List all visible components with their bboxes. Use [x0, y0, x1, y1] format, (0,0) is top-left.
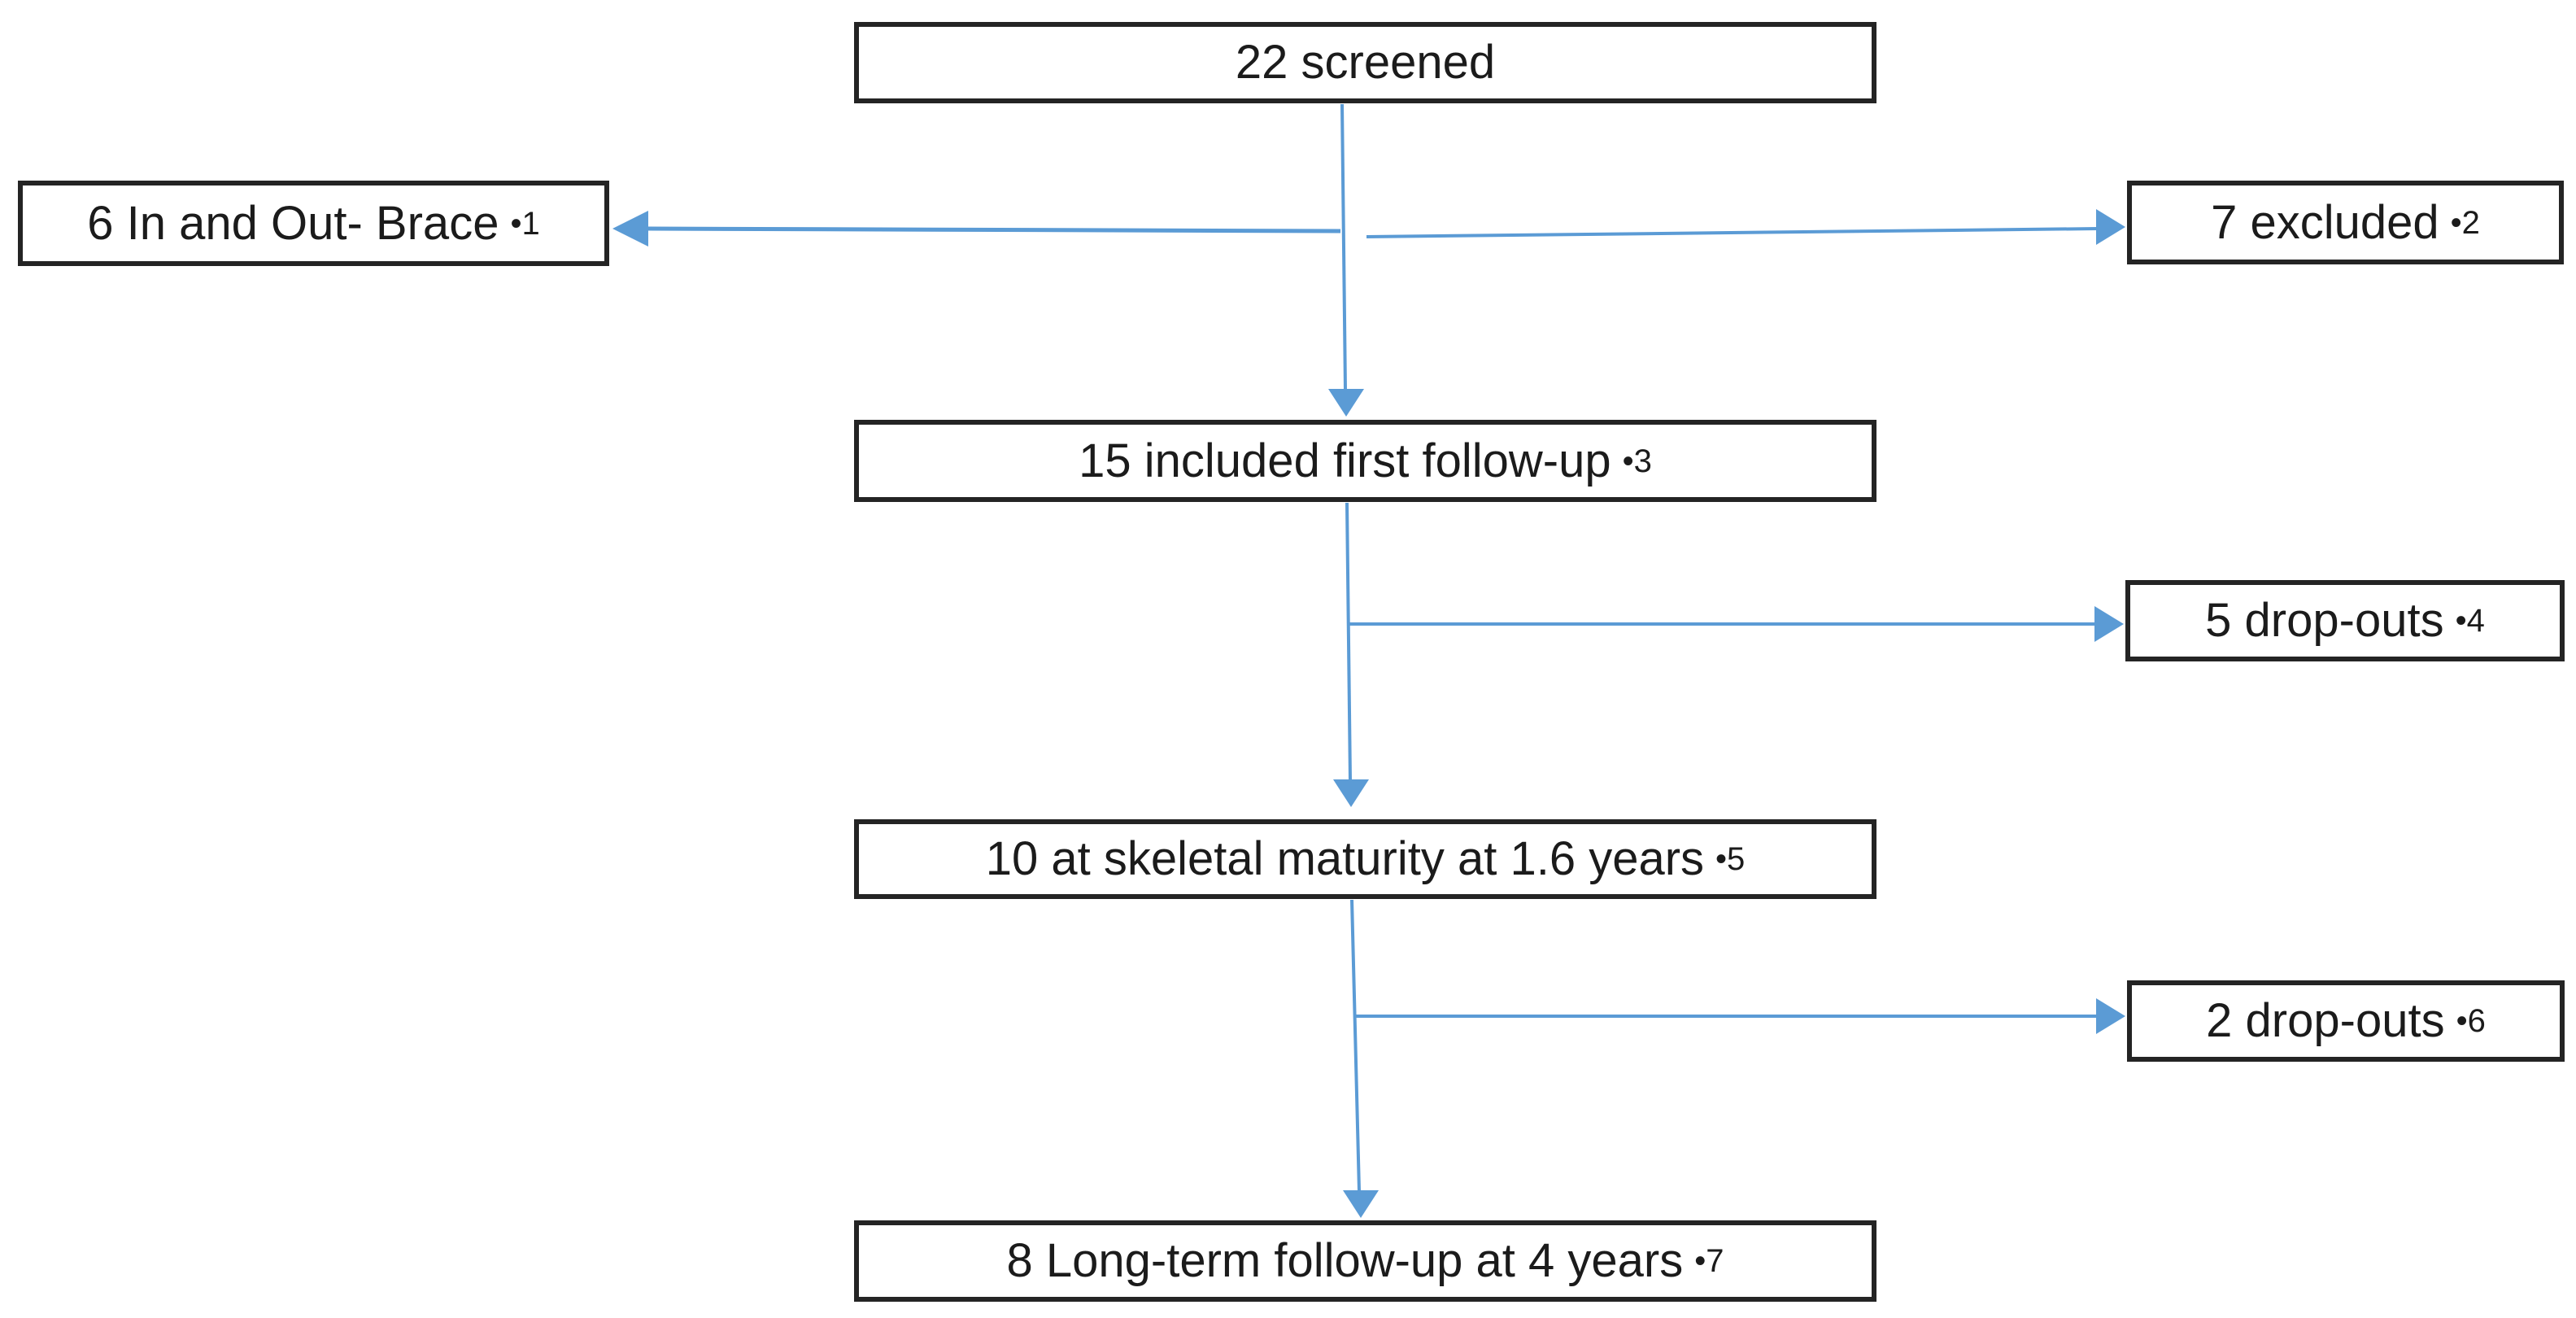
connector-first-to-skeletal: [1333, 502, 1369, 807]
node-label: 10 at skeletal maturity at 1.6 years: [985, 832, 1705, 885]
node-label: 22 screened: [1235, 36, 1496, 89]
connector-screened-to-brace: [612, 211, 1341, 247]
node-in-and-out-brace: 6 In and Out- Brace •1: [18, 181, 609, 266]
node-drop-outs-1: 5 drop-outs •4: [2125, 580, 2565, 661]
footnote-marker: •1: [510, 205, 540, 242]
node-long-term: 8 Long-term follow-up at 4 years •7: [854, 1220, 1876, 1302]
node-label: 2 drop-outs: [2206, 994, 2445, 1047]
connector-first-to-dropouts1: [1349, 606, 2124, 642]
node-label: 8 Long-term follow-up at 4 years: [1006, 1234, 1684, 1287]
node-first-follow-up: 15 included first follow-up •3: [854, 420, 1876, 502]
footnote-marker: •3: [1622, 443, 1652, 479]
connector-screened-to-first: [1328, 103, 1364, 417]
footnote-marker: •5: [1715, 841, 1746, 877]
node-drop-outs-2: 2 drop-outs •6: [2127, 980, 2565, 1062]
connector-skeletal-to-dropouts2: [1355, 998, 2125, 1034]
footnote-marker: •6: [2456, 1003, 2486, 1039]
footnote-marker: •2: [2450, 204, 2480, 241]
node-label: 5 drop-outs: [2205, 594, 2444, 647]
footnote-marker: •4: [2455, 603, 2485, 639]
node-label: 15 included first follow-up: [1079, 434, 1611, 487]
node-excluded: 7 excluded •2: [2127, 181, 2564, 264]
node-label: 6 In and Out- Brace: [87, 196, 499, 250]
node-screened: 22 screened: [854, 22, 1876, 103]
node-skeletal-maturity: 10 at skeletal maturity at 1.6 years •5: [854, 819, 1876, 899]
connector-screened-to-excluded: [1366, 209, 2125, 245]
connector-skeletal-to-longterm: [1343, 899, 1379, 1218]
footnote-marker: •7: [1694, 1243, 1724, 1279]
node-label: 7 excluded: [2211, 195, 2439, 249]
